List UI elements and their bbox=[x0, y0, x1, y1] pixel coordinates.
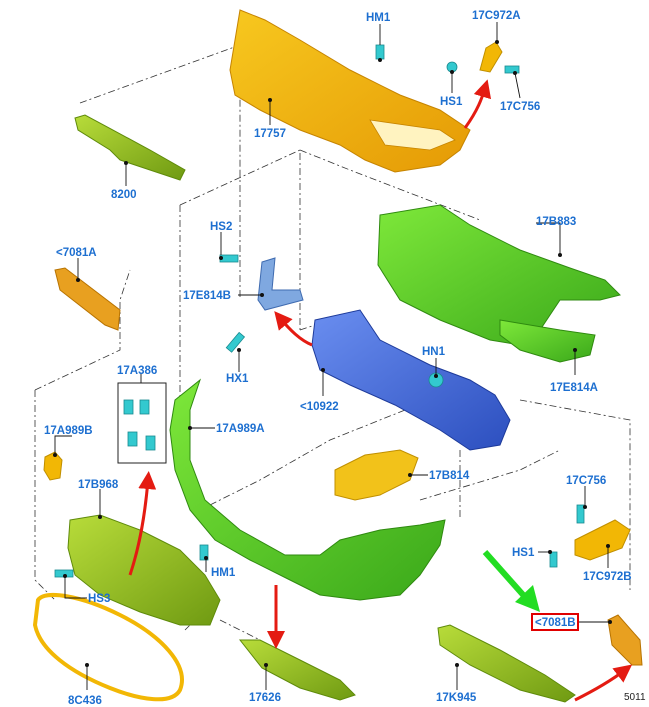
label-hs1-top: HS1 bbox=[440, 96, 463, 108]
label-8c436: 8C436 bbox=[68, 695, 102, 707]
label-7081a: <7081A bbox=[56, 247, 97, 259]
label-17c972a: 17C972A bbox=[472, 10, 521, 22]
bracket-17c972b bbox=[574, 519, 631, 561]
bumper-cover-opening bbox=[369, 119, 456, 151]
label-hn1: HN1 bbox=[422, 346, 446, 358]
reinforcement-lower-17e814a bbox=[499, 319, 596, 363]
lip-17626 bbox=[238, 639, 356, 701]
red-arrow-beam bbox=[274, 311, 313, 347]
bracket-7081a bbox=[54, 267, 121, 331]
bracket-17c972a bbox=[479, 41, 503, 73]
bracket-7081b bbox=[607, 614, 643, 666]
green-arrow bbox=[482, 550, 540, 612]
red-arrow-grille bbox=[128, 471, 157, 576]
fastener-hx1 bbox=[225, 331, 246, 353]
red-arrows bbox=[128, 79, 633, 702]
label-17e814b: 17E814B bbox=[183, 290, 231, 302]
impact-beam-10922 bbox=[311, 309, 511, 451]
label-17757: 17757 bbox=[254, 128, 286, 140]
fastener-kit-17a386 bbox=[123, 399, 156, 451]
absorber-17b814 bbox=[334, 449, 419, 501]
label-7081b: <7081B bbox=[535, 617, 576, 629]
part-labels: HM1 17C972A HS1 17C756 17757 8200 HS2 17… bbox=[44, 10, 646, 707]
label-17b814: 17B814 bbox=[429, 470, 470, 482]
label-8200: 8200 bbox=[111, 189, 137, 201]
label-hx1: HX1 bbox=[226, 373, 249, 385]
label-17b883: 17B883 bbox=[536, 216, 576, 228]
fastener-17c756-low bbox=[576, 504, 585, 524]
fastener-hm1-low bbox=[199, 544, 209, 561]
reinforcement-17b883 bbox=[377, 204, 621, 346]
label-17b968: 17B968 bbox=[78, 479, 119, 491]
piece-17a989b bbox=[43, 451, 63, 481]
grille-8200 bbox=[74, 114, 186, 181]
lower-grille-17b968 bbox=[67, 514, 221, 626]
fastener-hs1-low bbox=[549, 551, 558, 568]
bracket-17e814b bbox=[257, 257, 304, 311]
label-17k945: 17K945 bbox=[436, 692, 477, 704]
label-17c756-low: 17C756 bbox=[566, 475, 606, 487]
leader-lines bbox=[54, 22, 610, 690]
page-number: 5011 bbox=[624, 692, 646, 703]
label-10922: <10922 bbox=[300, 401, 339, 413]
fastener-kit-box-17a386 bbox=[117, 382, 167, 464]
label-17c972b: 17C972B bbox=[583, 571, 632, 583]
label-17626: 17626 bbox=[249, 692, 281, 704]
label-17e814a: 17E814A bbox=[550, 382, 598, 394]
red-arrow-bumper bbox=[463, 79, 492, 129]
label-hm1-low: HM1 bbox=[211, 567, 236, 579]
fastener-hm1-top bbox=[375, 44, 385, 60]
lower-cover-17a989a bbox=[169, 378, 446, 601]
lip-17k945 bbox=[437, 624, 576, 703]
trim-ring-8c436 bbox=[32, 593, 184, 702]
label-17a989b: 17A989B bbox=[44, 425, 93, 437]
label-hs3: HS3 bbox=[88, 593, 110, 605]
label-hm1-top: HM1 bbox=[366, 12, 391, 24]
leader-dots bbox=[53, 40, 612, 667]
label-hs2: HS2 bbox=[210, 221, 232, 233]
label-17a989a: 17A989A bbox=[216, 423, 265, 435]
highlight-box-7081b bbox=[531, 613, 579, 631]
red-arrow-7081b bbox=[574, 664, 633, 702]
label-hs1-low: HS1 bbox=[512, 547, 535, 559]
label-17c756-top: 17C756 bbox=[500, 101, 540, 113]
label-17a386: 17A386 bbox=[117, 365, 157, 377]
fastener-17c756-top bbox=[504, 65, 520, 74]
fasteners bbox=[54, 44, 585, 578]
